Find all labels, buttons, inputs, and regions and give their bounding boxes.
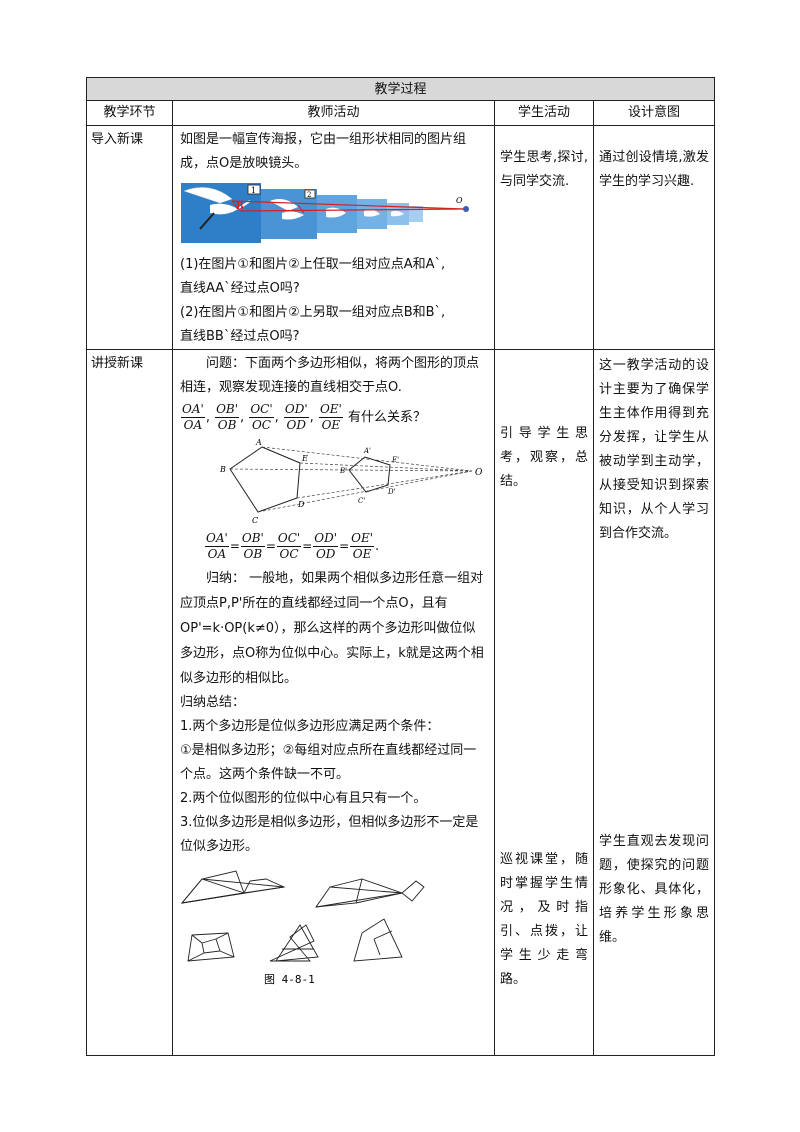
header-teacher-activity: 教师活动 (172, 100, 495, 126)
crane-poster-figure: 1 2 B O (181, 183, 469, 243)
svg-text:A: A (255, 438, 262, 447)
student-activity-patrol: 巡视课堂，随时掌握学生情况，及时指引、点拨，让学生少走弯路。 (500, 852, 588, 987)
fraction-od: OD'OD (283, 402, 309, 432)
design-intent-main: 这一教学活动的设计主要为了确保学生主体作用得到充分发挥，让学生从被动学到主动学，… (599, 358, 710, 541)
svg-text:O: O (475, 468, 483, 478)
fraction-question: OA'OA, OB'OB, OC'OC, OD'OD, OE'OE 有什么关系？ (181, 402, 426, 432)
induction-text: 归纳： 一般地，如果两个相似多边形任意一组对应顶点P,P'所在的直线都经过同一个… (180, 571, 484, 686)
summary-item-3: 3.位似多边形是相似多边形，但相似多边形不一定是位似多边形。 (180, 815, 479, 854)
student-activity-intro: 学生思考,探讨,与同学交流. (494, 125, 594, 350)
poster-label-b: B (236, 202, 244, 212)
homothety-examples-figure: 图 4-8-1 (180, 870, 425, 986)
svg-text:E': E' (391, 456, 399, 464)
fraction-ob: OB'OB (215, 402, 240, 432)
header-stage: 教学环节 (86, 100, 173, 126)
design-intent-intro: 通过创设情境,激发学生的学习兴趣. (592, 125, 716, 350)
header-student-activity: 学生活动 (494, 100, 594, 126)
student-activity-lesson: 引导学生思考，观察，总结。 巡视课堂，随时掌握学生情况，及时指引、点拨，让学生少… (494, 349, 594, 1056)
summary-item-2: 2.两个位似图形的位似中心有且只有一个。 (180, 791, 427, 806)
fraction-oc: OC'OC (249, 402, 274, 432)
fraction-equation: OA'OA=OB'OB=OC'OC=OD'OD=OE'OE. (205, 531, 380, 561)
question-2a: (2)在图片①和图片②上另取一组对应点B和B`, (180, 305, 446, 320)
poster-label-o: O (456, 196, 463, 205)
svg-text:C: C (252, 516, 258, 525)
stage-new-lesson: 讲授新课 (86, 349, 173, 1056)
svg-text:D': D' (387, 488, 396, 496)
fraction-oa: OA'OA (181, 402, 205, 432)
table-title: 教学过程 (85, 77, 716, 101)
summary-item-1: 1.两个多边形是位似多边形应满足两个条件： (180, 719, 440, 734)
teaching-process-table: 教学过程 教学环节 教师活动 学生活动 设计意图 导入新课 如图是一幅宣传海报，… (85, 77, 716, 1056)
figure-caption: 图 4-8-1 (264, 973, 315, 986)
summary-title: 归纳总结： (180, 695, 246, 710)
homothetic-pentagons-figure: A B C D E A' B' C' D' E' O (219, 438, 483, 525)
svg-text:C': C' (358, 497, 365, 505)
problem-text: 问题：下面两个多边形相似，将两个图形的顶点相连，观察发现连接的直线相交于点O. (180, 356, 480, 395)
teacher-activity-lesson: 问题：下面两个多边形相似，将两个图形的顶点相连，观察发现连接的直线相交于点O. … (172, 349, 495, 1056)
question-suffix: 有什么关系？ (347, 410, 426, 425)
header-design-intent: 设计意图 (592, 100, 716, 126)
svg-text:D: D (297, 500, 305, 509)
poster-label-1: 1 (251, 186, 256, 195)
poster-label-2: 2 (307, 191, 311, 199)
summary-item-1b: ①是相似多边形；②每组对应点所在直线都经过同一个点。这两个条件缺一不可。 (180, 743, 477, 782)
question-1b: 直线AA`经过点O吗? (180, 281, 300, 296)
question-1a: (1)在图片①和图片②上任取一组对应点A和A`, (180, 257, 446, 272)
student-activity-guide: 引导学生思考，观察，总结。 (500, 426, 588, 489)
question-2b: 直线BB`经过点O吗? (180, 329, 300, 344)
svg-text:E: E (301, 454, 308, 463)
intro-text: 如图是一幅宣传海报，它由一组形状相同的图片组成，点O是放映镜头。 (180, 132, 467, 171)
svg-text:B: B (219, 465, 226, 474)
stage-intro: 导入新课 (86, 125, 173, 350)
design-intent-visual: 学生直观去发现问题，使探究的问题形象化、具体化，培养学生形象思维。 (599, 834, 710, 945)
svg-text:A': A' (363, 447, 371, 455)
svg-text:B': B' (339, 467, 347, 475)
teacher-activity-intro: 如图是一幅宣传海报，它由一组形状相同的图片组成，点O是放映镜头。 1 (172, 125, 495, 350)
fraction-oe: OE'OE (318, 402, 343, 432)
design-intent-lesson: 这一教学活动的设计主要为了确保学生主体作用得到充分发挥，让学生从被动学到主动学，… (592, 349, 716, 1056)
